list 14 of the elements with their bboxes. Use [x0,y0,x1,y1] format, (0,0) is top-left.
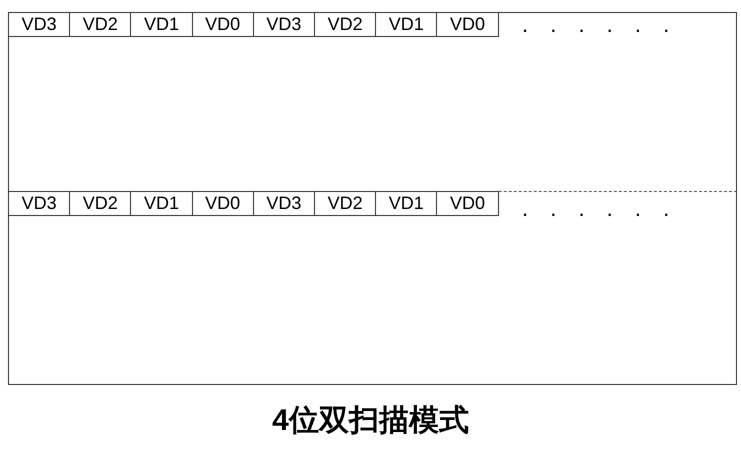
data-bit-cell: VD3 [8,191,70,216]
ellipsis-dots: . . . . . . [522,12,678,38]
data-bit-cell: VD0 [436,12,499,37]
screen-panel [8,191,737,385]
data-bit-cell: VD2 [314,191,376,216]
ellipsis-dots: . . . . . . [522,196,678,222]
data-bit-cell: VD1 [130,191,193,216]
data-bit-cell: VD1 [375,191,438,216]
data-bit-cell: VD0 [192,191,254,216]
data-bit-cell: VD0 [436,191,499,216]
data-bit-cell: VD3 [252,191,315,216]
caption: 4位双扫描模式 [271,403,470,439]
screen-panel [8,12,737,192]
data-bit-cell: VD2 [69,191,132,216]
